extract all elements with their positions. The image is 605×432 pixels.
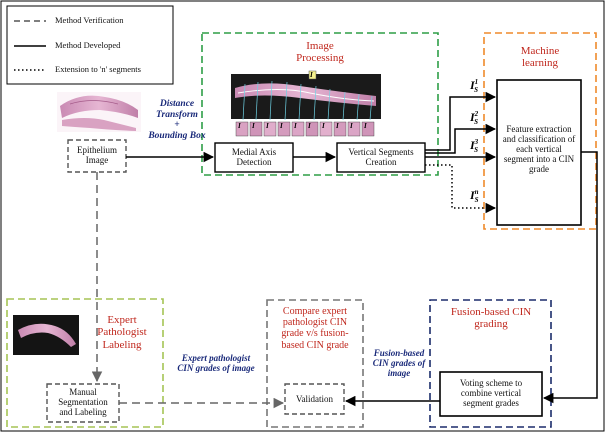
segment-label-3: I3S [470, 138, 479, 155]
arrow-segment-n [425, 164, 497, 214]
machine-learning-group [483, 32, 597, 230]
validation-box [284, 383, 345, 415]
vertical-segments-label: Vertical Segments Creation [348, 147, 414, 168]
arrow-segment-2 [425, 123, 497, 154]
voting-scheme-label: Voting scheme to combine vertical segmen… [459, 378, 523, 409]
distance-transform-annotation: Distance Transform + Bounding Box [148, 99, 206, 141]
validation-label: Validation [296, 394, 333, 404]
fusion-group [429, 299, 552, 428]
segment-label-1: I1S [470, 78, 479, 95]
legend-box [6, 5, 174, 85]
vertical-segments-box [336, 142, 426, 173]
arrow-ml-to-voting [542, 151, 598, 404]
epithelium-image-box [67, 139, 127, 173]
compare-title: Compare expert pathologist CIN grade v/s… [281, 306, 349, 351]
epithelium-image-label: Epithelium Image [77, 145, 117, 166]
expert-grades-annotation: Expert pathologist CIN grades of image [177, 353, 255, 374]
medial-axis-label: Medial Axis Detection [231, 147, 277, 168]
segment-label-top: I [310, 71, 313, 79]
epithelium-thumbnail [57, 92, 141, 132]
expert-labeling-title: Expert Pathologist Labeling [97, 314, 147, 351]
legend-verification-label: Method Verification [55, 15, 124, 25]
segmented-tissue-thumbnail [231, 70, 381, 137]
fusion-title: Fusion-based CIN grading [450, 306, 532, 331]
feature-extraction-label: Feature extraction and classification of… [502, 124, 576, 175]
image-processing-title: Image Processing [296, 40, 344, 65]
compare-group [266, 299, 364, 428]
fusion-grades-annotation: Fusion-based CIN grades of image [372, 348, 426, 379]
segment-label-n: InS [470, 188, 479, 205]
legend-developed-label: Method Developed [55, 40, 121, 50]
medial-axis-box [214, 142, 294, 173]
expert-tissue-thumbnail [13, 315, 79, 355]
expert-labeling-group [6, 298, 164, 428]
voting-scheme-box [439, 371, 543, 417]
feature-extraction-box [496, 79, 582, 226]
legend-extension-label: Extension to 'n' segments [55, 64, 141, 74]
segment-tile-labels: I I I I I I I I I I [238, 122, 367, 130]
image-processing-group [201, 32, 439, 176]
machine-learning-title: Machine learning [520, 45, 560, 70]
arrow-segment-1 [425, 91, 497, 151]
segment-label-2: I2S [470, 110, 479, 127]
manual-segmentation-label: Manual Segmentation and Labeling [58, 387, 108, 418]
